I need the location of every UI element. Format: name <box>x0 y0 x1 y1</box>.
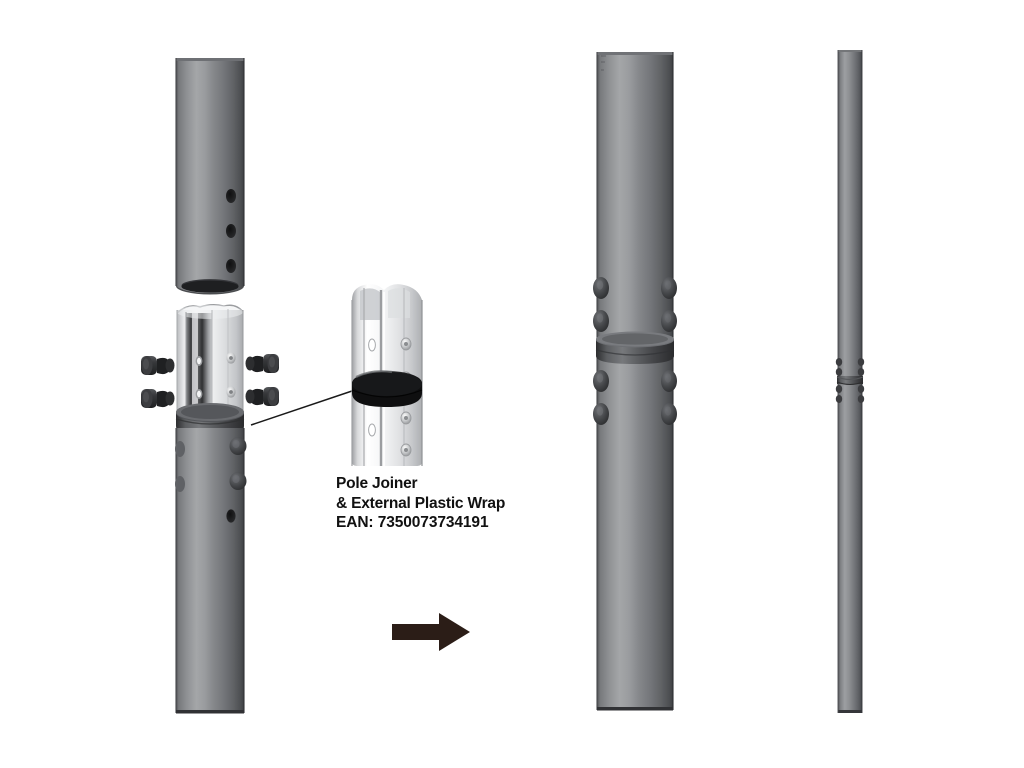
locking-pins <box>141 354 279 408</box>
locking-pin-right-top <box>245 354 279 373</box>
upper-pole-holes <box>226 189 236 273</box>
detail-plastic-wrap-band <box>351 370 423 407</box>
locking-pin-right-bottom <box>245 387 279 406</box>
assembled-pins-below-joint <box>593 370 677 425</box>
joiner-detail-view <box>351 284 423 466</box>
callout-ean: EAN: 7350073734191 <box>336 514 489 531</box>
small-pole-pins-above <box>835 358 865 376</box>
locking-pin-left-top <box>141 356 175 375</box>
callout-leader-line <box>250 390 353 426</box>
lower-pole-section <box>175 428 247 714</box>
assembled-pole-view <box>593 52 677 711</box>
assembled-joint-band <box>595 331 675 364</box>
locking-pin-left-bottom <box>141 389 175 408</box>
assembled-pole-full-length-view <box>835 50 865 713</box>
assembled-pins-above-joint <box>593 277 677 332</box>
exploded-assembly-view <box>141 58 279 714</box>
callout-label: Pole Joiner & External Plastic Wrap EAN:… <box>336 474 636 533</box>
lower-pole-pin-bumps <box>175 437 247 492</box>
assembly-direction-arrow <box>392 613 470 651</box>
small-pole-pins-below <box>835 385 865 403</box>
upper-pole-section <box>175 58 245 295</box>
callout-line-1: Pole Joiner <box>336 475 418 492</box>
small-pole-joint-band <box>836 376 864 385</box>
callout-line-2: & External Plastic Wrap <box>336 494 506 512</box>
joiner-holes <box>195 352 236 399</box>
